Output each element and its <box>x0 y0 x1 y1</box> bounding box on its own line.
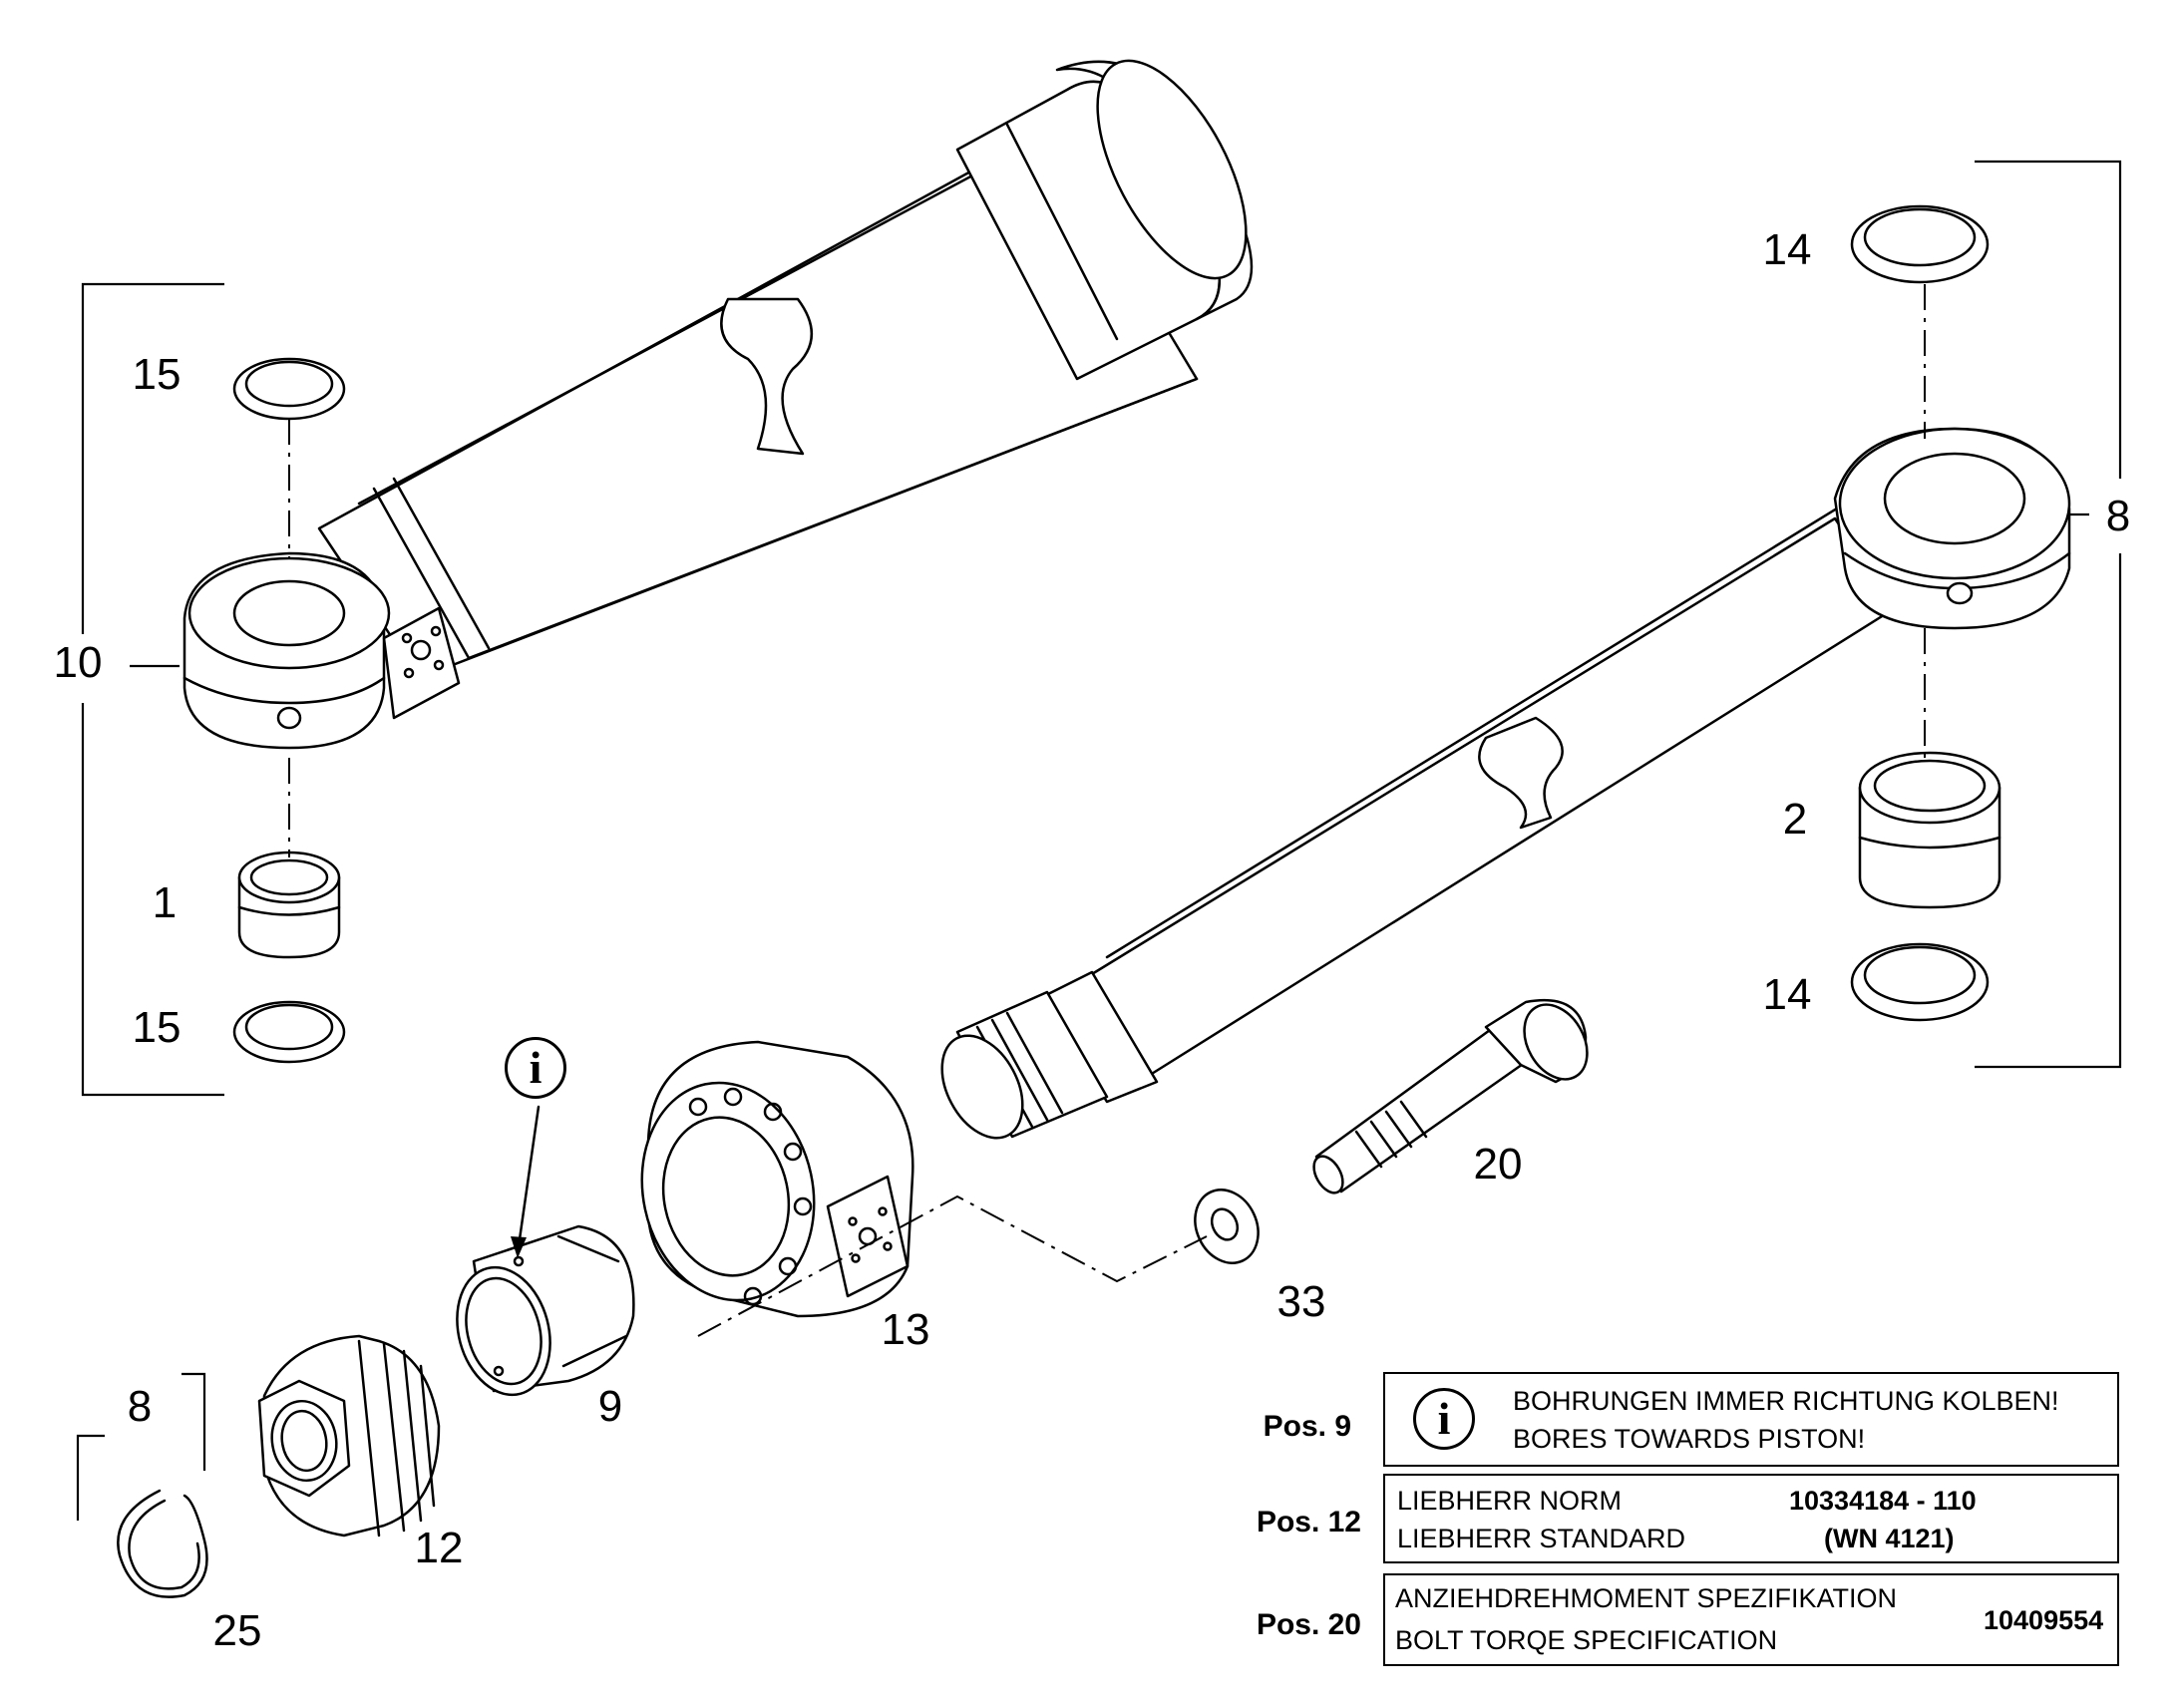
group-bracket-8 <box>1975 160 2122 1069</box>
seal-ring-14-bottom <box>1850 942 1990 1022</box>
callout-25: 25 <box>213 1606 262 1655</box>
piston-13 <box>640 1040 914 1318</box>
nut-12 <box>257 1334 441 1537</box>
info-icon: i <box>1413 1388 1475 1450</box>
note-pos-20: Pos. 20 <box>1256 1608 1361 1641</box>
rod-eye <box>1833 427 2071 630</box>
washer-33 <box>1194 1189 1260 1264</box>
seal-ring-15-bottom <box>232 1000 346 1064</box>
standard-number: 10334184 - 110 <box>1789 1486 1977 1516</box>
bushing-2 <box>1858 751 2001 909</box>
seal-ring-14-top <box>1850 204 1990 284</box>
note-line: BOLT TORQE SPECIFICATION <box>1395 1625 1778 1655</box>
piston-rod <box>940 502 1897 1140</box>
note-line: BOHRUNGEN IMMER RICHTUNG KOLBEN! <box>1513 1386 2059 1416</box>
torque-spec-number: 10409554 <box>1984 1605 2104 1635</box>
tube-rod-eye <box>182 551 461 750</box>
callout-33: 33 <box>1277 1277 1326 1326</box>
callout-8-left: 8 <box>128 1382 152 1431</box>
circlip-25 <box>117 1489 208 1598</box>
standard-reference: (WN 4121) <box>1824 1524 1955 1553</box>
group-bracket-8-left <box>76 1372 206 1521</box>
callout-10: 10 <box>54 638 103 687</box>
note-box-pos-9: i BOHRUNGEN IMMER RICHTUNG KOLBEN! BORES… <box>1383 1372 2119 1467</box>
sleeve-9 <box>456 1224 635 1397</box>
note-box-pos-12: LIEBHERR NORM LIEBHERR STANDARD 10334184… <box>1383 1474 2119 1563</box>
note-pos-12: Pos. 12 <box>1256 1506 1361 1538</box>
note-pos-9: Pos. 9 <box>1263 1410 1351 1443</box>
note-box-pos-20: ANZIEHDREHMOMENT SPEZIFIKATION BOLT TORQ… <box>1383 1573 2119 1666</box>
callout-9: 9 <box>598 1382 622 1431</box>
callout-14-bottom: 14 <box>1763 970 1812 1019</box>
callout-8-right: 8 <box>2106 492 2130 540</box>
callout-14-top: 14 <box>1763 225 1812 274</box>
callout-2: 2 <box>1783 795 1807 844</box>
callout-13: 13 <box>882 1305 930 1354</box>
note-line: LIEBHERR STANDARD <box>1397 1524 1686 1553</box>
bushing-1 <box>237 851 341 959</box>
callout-12: 12 <box>415 1524 464 1572</box>
bolt-20 <box>1312 998 1589 1195</box>
note-line: ANZIEHDREHMOMENT SPEZIFIKATION <box>1395 1583 1898 1613</box>
note-line: LIEBHERR NORM <box>1397 1486 1623 1516</box>
cylinder-tube <box>317 59 1254 680</box>
callout-20: 20 <box>1474 1140 1523 1189</box>
group-bracket-10 <box>81 282 224 1097</box>
info-leader <box>511 1105 541 1258</box>
center-lines <box>288 284 1926 1337</box>
seal-ring-15-top <box>232 357 346 421</box>
callout-1: 1 <box>153 878 177 927</box>
note-line: BORES TOWARDS PISTON! <box>1513 1424 1866 1454</box>
callout-15-bottom: 15 <box>133 1003 182 1052</box>
callout-15-top: 15 <box>133 350 182 399</box>
info-icon: i <box>505 1037 566 1099</box>
